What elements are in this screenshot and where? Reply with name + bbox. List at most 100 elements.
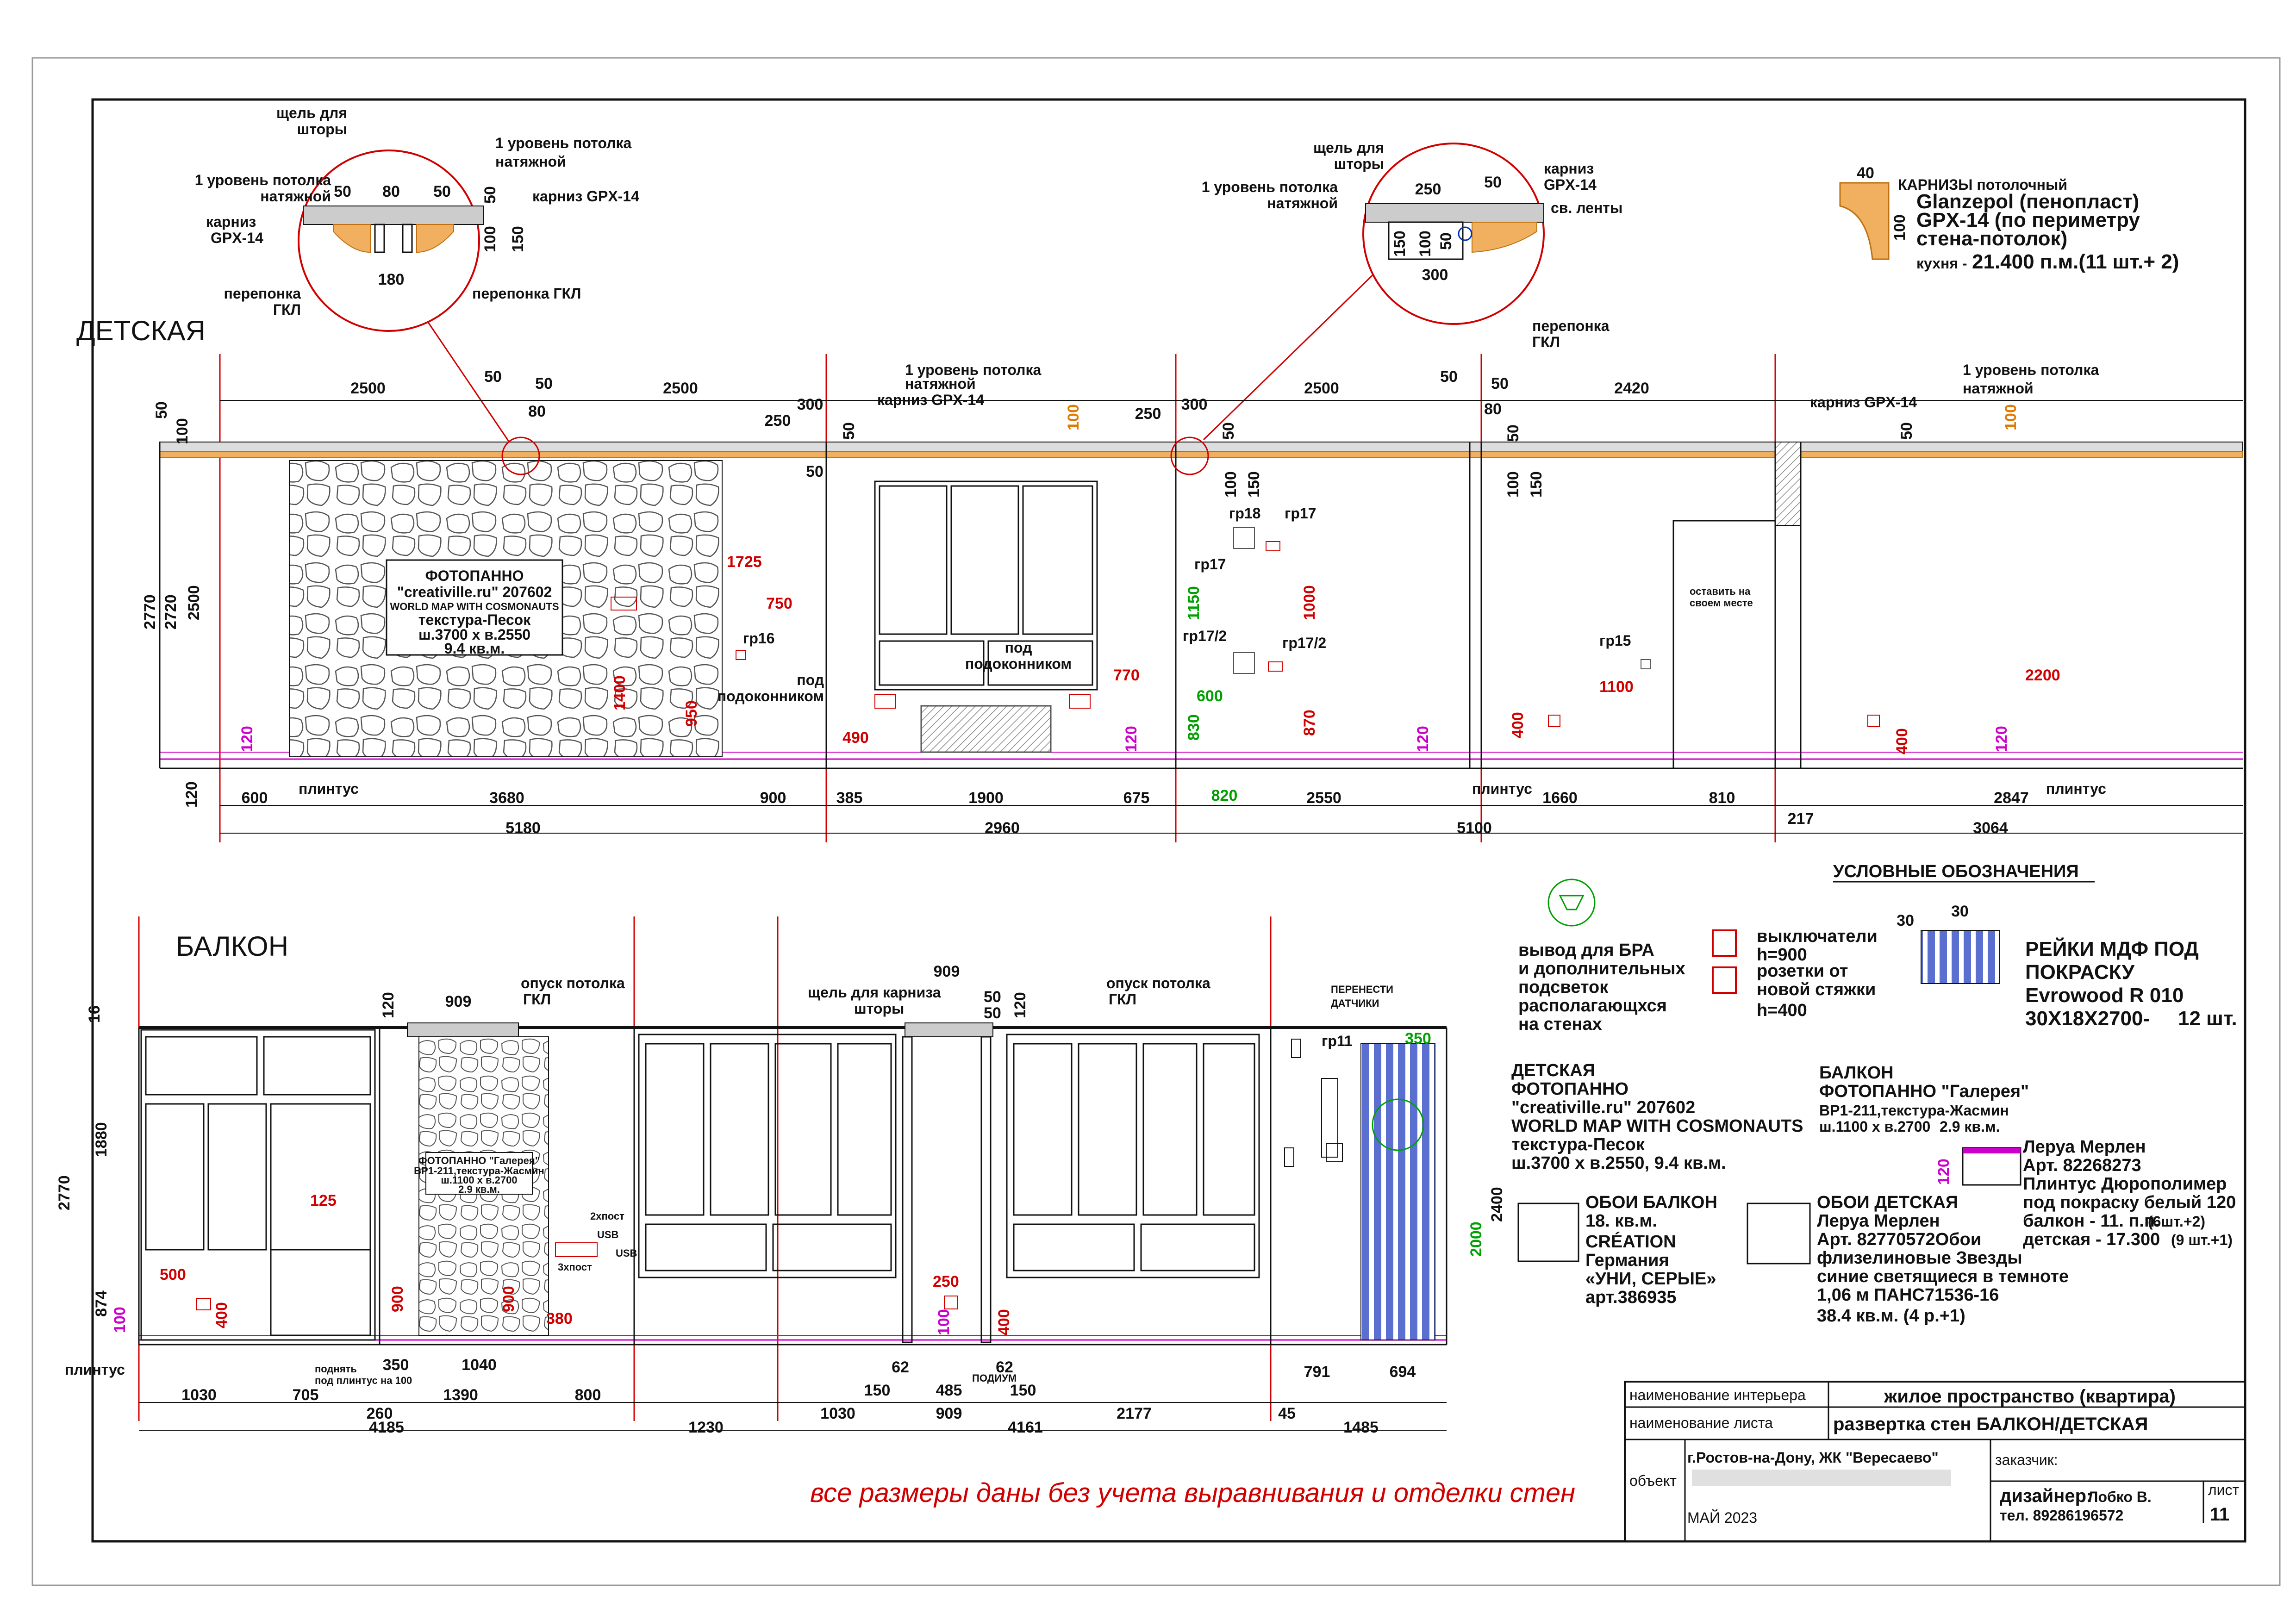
column-hatch xyxy=(1775,442,1801,526)
svg-text:КАРНИЗЫ потолочный: КАРНИЗЫ потолочный xyxy=(1898,176,2067,193)
svg-text:ОБОИ ДЕТСКАЯ: ОБОИ ДЕТСКАЯ xyxy=(1817,1193,1958,1212)
svg-text:694: 694 xyxy=(1390,1363,1416,1381)
footnote: все размеры даны без учета выравнивания … xyxy=(810,1478,1575,1508)
svg-text:ДЕТСКАЯ: ДЕТСКАЯ xyxy=(1511,1061,1595,1080)
svg-text:под покраску белый 120: под покраску белый 120 xyxy=(2023,1193,2236,1212)
niche-right xyxy=(1672,520,1776,769)
svg-text:3680: 3680 xyxy=(489,789,524,807)
balkon-annotations: опуск потолка ГКЛ щель для карниза шторы… xyxy=(56,963,1506,1386)
svg-text:1485: 1485 xyxy=(1343,1419,1379,1436)
svg-text:5180: 5180 xyxy=(505,819,541,837)
svg-text:«УНИ, СЕРЫЕ»: «УНИ, СЕРЫЕ» xyxy=(1585,1269,1716,1289)
svg-text:ПЕРЕНЕСТИ: ПЕРЕНЕСТИ xyxy=(1331,984,1393,995)
svg-text:МАЙ 2023: МАЙ 2023 xyxy=(1687,1509,1757,1526)
svg-text:под: под xyxy=(1005,639,1032,656)
detail-circle-left: 50 80 50 50 100 150 180 xyxy=(298,150,527,332)
bra-icon xyxy=(1547,879,1596,927)
svg-text:подоконником: подоконником xyxy=(965,655,1072,672)
svg-text:100: 100 xyxy=(935,1309,953,1335)
svg-text:вывод для БРА: вывод для БРА xyxy=(1518,941,1654,960)
svg-text:50: 50 xyxy=(1491,375,1509,393)
svg-text:карниз GPX-14: карниз GPX-14 xyxy=(877,392,984,408)
svg-text:50: 50 xyxy=(535,375,553,393)
window-balkon-left xyxy=(140,1029,376,1341)
mdf-slats xyxy=(1360,1043,1435,1340)
svg-text:1,06 м ПАНС71536-16: 1,06 м ПАНС71536-16 xyxy=(1817,1285,1999,1305)
svg-text:2000: 2000 xyxy=(1467,1221,1485,1257)
svg-text:50: 50 xyxy=(433,183,451,200)
window-balkon-mid xyxy=(638,1034,1260,1343)
window-detskaya xyxy=(874,480,1098,753)
spec-block: ДЕТСКАЯ ФОТОПАННО "creativille.ru" 20760… xyxy=(1511,1061,2236,1326)
svg-text:2770: 2770 xyxy=(56,1175,73,1210)
svg-text:12 шт.: 12 шт. xyxy=(2178,1007,2237,1030)
svg-text:909: 909 xyxy=(445,993,472,1010)
svg-text:карниз: карниз xyxy=(206,213,256,230)
svg-text:ФОТОПАННО: ФОТОПАННО xyxy=(425,567,524,584)
svg-text:2хпост: 2хпост xyxy=(590,1210,624,1222)
svg-text:385: 385 xyxy=(836,789,863,807)
svg-text:св. ленты: св. ленты xyxy=(1551,199,1622,216)
svg-text:ВР1-211,текстура-Жасмин: ВР1-211,текстура-Жасмин xyxy=(1819,1102,2009,1119)
svg-text:40: 40 xyxy=(1857,164,1874,182)
svg-text:770: 770 xyxy=(1113,667,1140,684)
svg-text:гр17: гр17 xyxy=(1285,505,1316,522)
svg-text:Glanzepol (пенопласт): Glanzepol (пенопласт) xyxy=(1916,190,2139,213)
bottom-dims-balkon: 1030 705 350 1390 260 1040 800 4185 1230… xyxy=(139,1356,1447,1436)
svg-text:900: 900 xyxy=(760,789,786,807)
svg-text:(9 шт.+1): (9 шт.+1) xyxy=(2171,1232,2233,1248)
svg-text:своем месте: своем месте xyxy=(1690,597,1753,609)
svg-text:100: 100 xyxy=(1065,404,1082,430)
svg-text:50: 50 xyxy=(840,422,858,440)
sensor-1 xyxy=(1291,1039,1301,1058)
svg-text:наименование листа: наименование листа xyxy=(1629,1414,1773,1431)
svg-text:3хпост: 3хпост xyxy=(558,1261,592,1273)
svg-text:1390: 1390 xyxy=(443,1386,478,1404)
balkon-structure xyxy=(138,1022,1447,1346)
svg-text:ПОДИУМ: ПОДИУМ xyxy=(972,1372,1017,1384)
svg-text:2400: 2400 xyxy=(1488,1187,1506,1222)
svg-text:1900: 1900 xyxy=(968,789,1004,807)
svg-text:перепонка ГКЛ: перепонка ГКЛ xyxy=(472,285,581,302)
svg-text:600: 600 xyxy=(242,789,268,807)
svg-text:GPX-14: GPX-14 xyxy=(211,230,263,246)
svg-text:120: 120 xyxy=(238,726,256,752)
svg-text:лист: лист xyxy=(2208,1482,2240,1498)
svg-text:1 уровень потолка: 1 уровень потолка xyxy=(905,361,1042,378)
svg-text:детская - 17.300: детская - 17.300 xyxy=(2023,1230,2160,1249)
svg-text:гр18: гр18 xyxy=(1229,505,1260,522)
svg-text:БАЛКОН: БАЛКОН xyxy=(1819,1063,1894,1083)
svg-text:выключатели: выключатели xyxy=(1757,927,1878,946)
svg-text:тел. 89286196572: тел. 89286196572 xyxy=(2000,1507,2123,1524)
legend: УСЛОВНЫЕ ОБОЗНАЧЕНИЯ вывод для БРА и доп… xyxy=(1518,862,2237,1034)
svg-text:шторы: шторы xyxy=(1334,156,1384,172)
svg-text:располагающхся: располагающхся xyxy=(1518,996,1667,1016)
svg-text:Леруа Мерлен: Леруа Мерлен xyxy=(2023,1137,2146,1157)
karnizy-spec: 40 100 КАРНИЗЫ потолочный Glanzepol (пен… xyxy=(1839,164,2179,273)
svg-text:натяжной: натяжной xyxy=(260,188,331,205)
svg-text:УСЛОВНЫЕ ОБОЗНАЧЕНИЯ: УСЛОВНЫЕ ОБОЗНАЧЕНИЯ xyxy=(1833,862,2079,881)
detail-circle-right: 250 50 150 100 50 300 xyxy=(1362,143,1545,325)
svg-text:ш.1100 х в.2700: ш.1100 х в.2700 xyxy=(441,1174,517,1186)
svg-text:карниз GPX-14: карниз GPX-14 xyxy=(532,188,639,205)
svg-text:80: 80 xyxy=(382,183,400,200)
svg-text:гр11: гр11 xyxy=(1322,1033,1353,1049)
svg-text:плинтус: плинтус xyxy=(2046,780,2106,797)
detail-right-labels: щель для шторы 1 уровень потолка натяжно… xyxy=(1202,139,1623,350)
svg-text:плинтус: плинтус xyxy=(299,780,359,797)
svg-text:100: 100 xyxy=(1222,471,1240,498)
svg-text:2847: 2847 xyxy=(1994,789,2029,807)
svg-text:80: 80 xyxy=(1484,400,1502,418)
bra-marker-balkon xyxy=(1372,1098,1424,1151)
svg-text:ГКЛ: ГКЛ xyxy=(273,301,301,318)
svg-text:3064: 3064 xyxy=(1973,819,2008,837)
svg-text:50: 50 xyxy=(1440,368,1458,386)
svg-text:ГКЛ: ГКЛ xyxy=(523,991,551,1008)
svg-text:синие светящиеся в темноте: синие светящиеся в темноте xyxy=(1817,1267,2069,1286)
left-dims-detskaya: 50 100 2770 2720 2500 120 xyxy=(141,401,203,808)
svg-text:909: 909 xyxy=(936,1405,962,1422)
svg-text:50: 50 xyxy=(1437,232,1455,250)
svg-text:натяжной: натяжной xyxy=(1267,195,1338,212)
svg-text:опуск потолка: опуск потолка xyxy=(1106,975,1210,991)
svg-text:развертка стен БАЛКОН/ДЕТСКАЯ: развертка стен БАЛКОН/ДЕТСКАЯ xyxy=(1833,1414,2148,1434)
